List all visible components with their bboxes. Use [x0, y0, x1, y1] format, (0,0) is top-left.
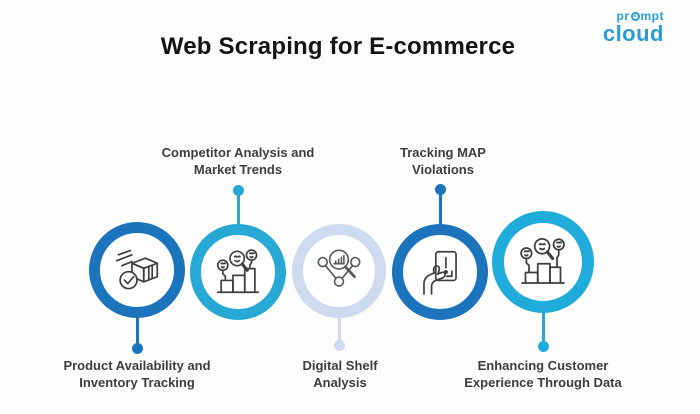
connector-dot [334, 340, 345, 351]
hand-card-alert-icon [423, 250, 457, 295]
label-product-availability: Product Availability and Inventory Track… [63, 358, 211, 390]
competitor-podium-icon [216, 249, 260, 294]
label-digital-shelf: Digital Shelf Analysis [302, 358, 378, 390]
label-map-violations: Tracking MAP Violations [400, 145, 486, 177]
connector-dot [435, 184, 446, 195]
logo-target-icon [630, 11, 640, 21]
logo-bottom-text: cloud [602, 21, 664, 46]
connector-line [542, 311, 545, 342]
connector-dot [233, 185, 244, 196]
connector-line [136, 317, 139, 345]
page-title: Web Scraping for E-commerce [160, 33, 516, 60]
node-customer-experience [492, 211, 594, 313]
node-competitor-analysis [190, 224, 286, 320]
package-check-icon [115, 249, 159, 290]
node-product-availability [89, 222, 185, 318]
connector-line [338, 316, 341, 342]
node-map-violations [392, 224, 488, 320]
label-competitor-analysis: Competitor Analysis and Market Trends [161, 145, 315, 177]
logo-part1: pr [616, 9, 630, 23]
logo-part2: mpt [640, 9, 664, 23]
label-customer-experience: Enhancing Customer Experience Through Da… [464, 358, 622, 390]
connector-line [439, 193, 442, 226]
shelf-analysis-magnifier-icon [317, 249, 361, 287]
connector-dot [132, 343, 143, 354]
connector-line [237, 194, 240, 226]
customer-podium-icon [520, 237, 565, 284]
node-digital-shelf [292, 224, 386, 318]
connector-dot [538, 341, 549, 352]
